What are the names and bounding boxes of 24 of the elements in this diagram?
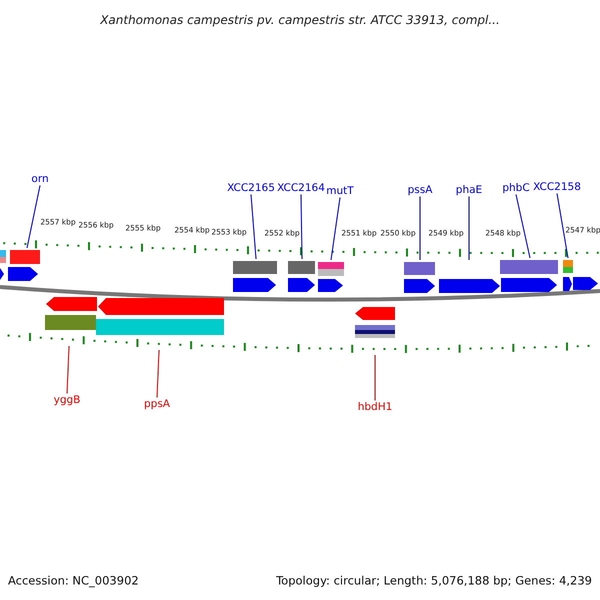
gene-label: XCC2164 [277,182,325,194]
leader-line [330,197,340,260]
gene-label: pssA [408,184,432,196]
gene-label: hbdH1 [358,402,392,412]
gene-label: yggB [54,394,80,406]
gene-label: ppsA [144,398,170,410]
leader-line [250,194,256,260]
genome-summary: Topology: circular; Length: 5,076,188 bp; Genes: 4,239 [276,575,592,587]
leader-line [66,346,70,394]
leader-line [516,194,530,258]
leader-line [556,193,568,258]
leader-line [156,350,160,398]
gene-label: phaE [456,184,482,196]
title: Xanthomonas campestris pv. campestris str. ATCC 33913, compl... [100,14,500,26]
gene-label: XCC2158 [533,182,581,192]
gene-label: orn [31,174,49,184]
leader-line [26,185,40,248]
leader-line [468,196,470,260]
gene-label: XCC2165 [227,182,275,194]
gene-label: mutT [326,186,354,196]
leader-line [300,194,302,260]
leader-line [374,354,376,401]
accession-note: Accession: NC_003902 [8,575,139,587]
gene-label: phbC [502,182,530,194]
